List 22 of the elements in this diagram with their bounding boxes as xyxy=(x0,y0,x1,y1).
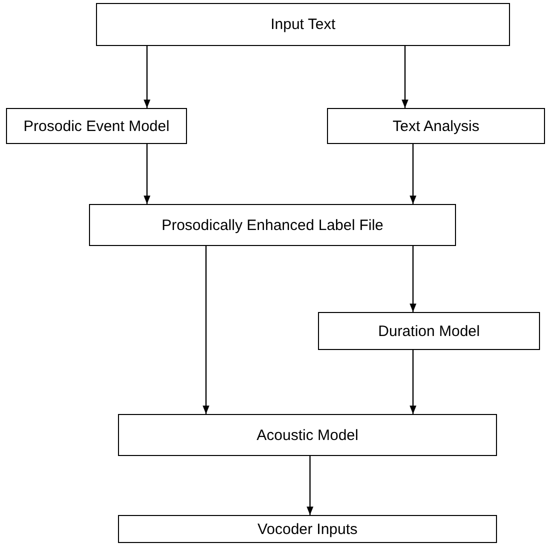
box-label: Acoustic Model xyxy=(256,426,358,444)
arrow xyxy=(306,456,314,515)
box-label: Prosodic Event Model xyxy=(24,118,170,134)
arrow xyxy=(410,144,416,204)
box-label: Vocoder Inputs xyxy=(257,520,358,538)
box-label: Prosodically Enhanced Label File xyxy=(162,216,384,234)
arrow xyxy=(402,46,408,108)
process-box xyxy=(6,108,187,144)
process-box xyxy=(89,204,456,246)
process-box xyxy=(327,108,545,144)
arrow xyxy=(144,144,150,204)
box-label: Input Text xyxy=(270,16,336,33)
arrow xyxy=(410,246,416,312)
box-label: Text Analysis xyxy=(392,118,480,134)
process-box xyxy=(118,414,497,456)
arrow xyxy=(410,350,416,414)
arrow xyxy=(144,46,150,108)
process-box xyxy=(118,515,497,543)
arrow xyxy=(202,246,210,414)
process-box xyxy=(96,3,510,46)
process-box xyxy=(318,312,540,350)
box-label: Duration Model xyxy=(378,322,480,340)
